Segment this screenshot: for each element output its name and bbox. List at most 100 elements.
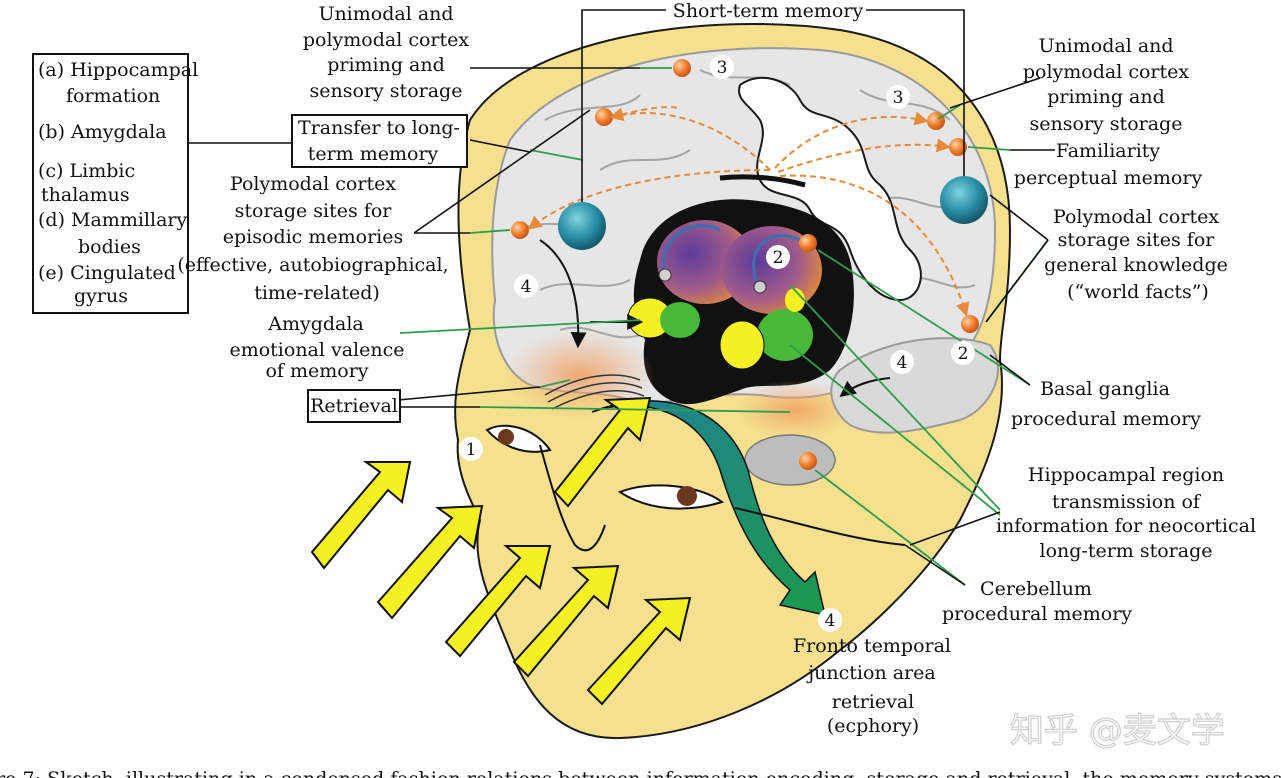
- legend-a: (a) Hippocampal: [38, 59, 198, 81]
- svg-text:polymodal cortex: polymodal cortex: [303, 29, 470, 51]
- num-4-temporal: 4: [897, 353, 908, 373]
- cerebellum: [744, 434, 836, 486]
- frontal-glow: [505, 330, 655, 420]
- step-numbers: 3 3 2 4 4 2 1 4: [459, 55, 975, 632]
- label-unimodal-right: Unimodal and polymodal cortex priming an…: [1023, 35, 1190, 135]
- amygdala-yellow-b: [719, 320, 765, 370]
- svg-text:Fronto temporal: Fronto temporal: [793, 635, 951, 657]
- svg-text:storage sites for: storage sites for: [235, 200, 393, 222]
- hippocampus-green-a: [660, 302, 700, 338]
- cheek-line: [734, 507, 906, 546]
- svg-text:sensory storage: sensory storage: [1030, 113, 1183, 135]
- figure-caption: re 7: Sketch, illustrating in a condense…: [0, 768, 1282, 778]
- legend-a2: formation: [66, 85, 160, 107]
- mammillary-right: [753, 280, 767, 294]
- svg-text:Polymodal cortex: Polymodal cortex: [1053, 206, 1219, 228]
- fornix-curve-a: [661, 224, 721, 281]
- svg-text:transmission of: transmission of: [1052, 491, 1202, 513]
- label-retrieval: Retrieval: [307, 389, 401, 423]
- stm-node-left: [558, 202, 606, 250]
- svg-text:Transfer to long-: Transfer to long-: [298, 117, 460, 139]
- label-cerebellum: Cerebellum procedural memory: [942, 578, 1132, 625]
- svg-text:polymodal cortex: polymodal cortex: [1023, 61, 1190, 83]
- svg-text:procedural memory: procedural memory: [1011, 408, 1201, 430]
- label-basal-ganglia: Basal ganglia procedural memory: [1011, 378, 1201, 430]
- svg-text:(“world facts”): (“world facts”): [1067, 281, 1209, 303]
- eye-right: [617, 484, 725, 510]
- svg-text:Unimodal and: Unimodal and: [318, 3, 453, 25]
- corpus-callosum: [719, 174, 806, 188]
- svg-text:priming and: priming and: [327, 54, 445, 76]
- svg-text:procedural memory: procedural memory: [942, 603, 1132, 625]
- label-amygdala: Amygdala emotional valence of memory: [229, 313, 404, 382]
- svg-text:term memory: term memory: [308, 143, 439, 165]
- dot-uni-left: [673, 59, 691, 77]
- svg-text:perceptual memory: perceptual memory: [1014, 167, 1203, 189]
- fornix-curve-b: [752, 234, 801, 291]
- brain-cavity: [738, 76, 922, 302]
- arrow-temporal: [839, 377, 891, 397]
- svg-text:Amygdala: Amygdala: [267, 313, 364, 335]
- dot-basal: [799, 234, 817, 252]
- svg-text:Familiarity: Familiarity: [1056, 140, 1161, 162]
- mammillary-left: [658, 268, 672, 282]
- label-general-knowledge: Polymodal cortex storage sites for gener…: [1044, 206, 1228, 303]
- svg-text:sensory storage: sensory storage: [310, 80, 463, 102]
- dot-uni-right: [927, 112, 945, 130]
- arrow-episodic-down: [539, 239, 587, 349]
- sensory-input-arrows: [310, 396, 692, 706]
- olfactory-swirl: [544, 374, 645, 410]
- legend-c2: thalamus: [41, 184, 130, 206]
- yellow-small: [785, 288, 805, 312]
- svg-text:emotional valence: emotional valence: [229, 339, 404, 361]
- num-3-left: 3: [717, 58, 728, 78]
- label-short-term-memory: Short-term memory: [673, 0, 864, 22]
- svg-text:Hippocampal region: Hippocampal region: [1028, 464, 1224, 486]
- svg-text:retrieval: retrieval: [832, 691, 915, 713]
- retrieval-arrow: [591, 400, 827, 616]
- svg-text:information for neocortical: information for neocortical: [996, 515, 1256, 537]
- svg-text:long-term storage: long-term storage: [1040, 540, 1213, 562]
- black-leader-lines: [188, 9, 1055, 586]
- svg-text:time-related): time-related): [254, 282, 380, 304]
- temporal-glow: [735, 380, 855, 440]
- svg-text:Polymodal cortex: Polymodal cortex: [230, 173, 396, 195]
- svg-text:(effective, autobiographical,: (effective, autobiographical,: [177, 254, 448, 276]
- num-2-center: 2: [773, 248, 784, 268]
- svg-text:(ecphory): (ecphory): [827, 715, 919, 737]
- legend-c: (c) Limbic: [38, 160, 135, 182]
- legend-e2: gyrus: [74, 285, 128, 307]
- legend-b: (b) Amygdala: [38, 121, 167, 143]
- legend-e: (e) Cingulated: [38, 262, 176, 284]
- svg-text:priming and: priming and: [1047, 86, 1165, 108]
- num-3-right: 3: [893, 88, 904, 108]
- svg-text:Cerebellum: Cerebellum: [980, 578, 1092, 600]
- svg-text:general knowledge: general knowledge: [1044, 254, 1228, 276]
- nose-ridge: [539, 444, 606, 552]
- dot-familiarity: [949, 138, 967, 156]
- label-episodic-storage: Polymodal cortex storage sites for episo…: [177, 173, 448, 304]
- svg-text:Unimodal and: Unimodal and: [1038, 35, 1173, 57]
- label-transfer-long-term: Transfer to long- term memory: [291, 114, 468, 168]
- svg-text:junction area: junction area: [806, 662, 935, 684]
- stm-node-right: [940, 176, 988, 224]
- structure-legend: (a) Hippocampal formation (b) Amygdala (…: [32, 53, 198, 314]
- label-fronto-temporal: Fronto temporal junction area retrieval …: [793, 635, 951, 737]
- svg-text:of memory: of memory: [265, 360, 368, 382]
- watermark: 知乎 @麦文学: [1010, 711, 1225, 751]
- svg-text:episodic memories: episodic memories: [223, 226, 403, 248]
- label-familiarity: Familiarity perceptual memory: [1014, 140, 1203, 189]
- dashed-flow-arrows: [527, 106, 970, 317]
- pupil-left: [498, 429, 514, 445]
- legend-d2: bodies: [78, 236, 141, 258]
- pupil-right: [677, 486, 697, 506]
- dot-transfer: [595, 108, 613, 126]
- svg-text:Retrieval: Retrieval: [310, 395, 398, 417]
- dot-cerebellum: [799, 452, 817, 470]
- num-2-right: 2: [958, 344, 969, 364]
- num-4-fronto: 4: [825, 611, 836, 631]
- hippocampus-green-b: [757, 309, 813, 361]
- num-4-left: 4: [521, 277, 532, 297]
- num-1: 1: [466, 440, 477, 460]
